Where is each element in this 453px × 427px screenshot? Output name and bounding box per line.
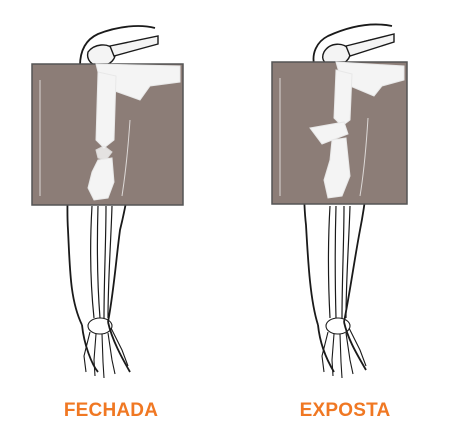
shoulder-bones bbox=[323, 34, 394, 66]
forearm-bones bbox=[91, 206, 112, 318]
forearm-bones bbox=[329, 206, 351, 318]
hand-bones bbox=[84, 318, 128, 378]
shoulder-bones bbox=[88, 36, 158, 66]
open-fracture-label: EXPOSTA bbox=[255, 400, 435, 422]
closed-fracture-arm-drawing bbox=[0, 0, 220, 385]
hand-bones bbox=[322, 318, 366, 378]
closed-fracture-label: FECHADA bbox=[21, 400, 201, 422]
open-fracture-illustration bbox=[232, 0, 452, 385]
open-fracture-arm-drawing bbox=[232, 0, 452, 385]
closed-fracture-illustration bbox=[0, 0, 220, 385]
